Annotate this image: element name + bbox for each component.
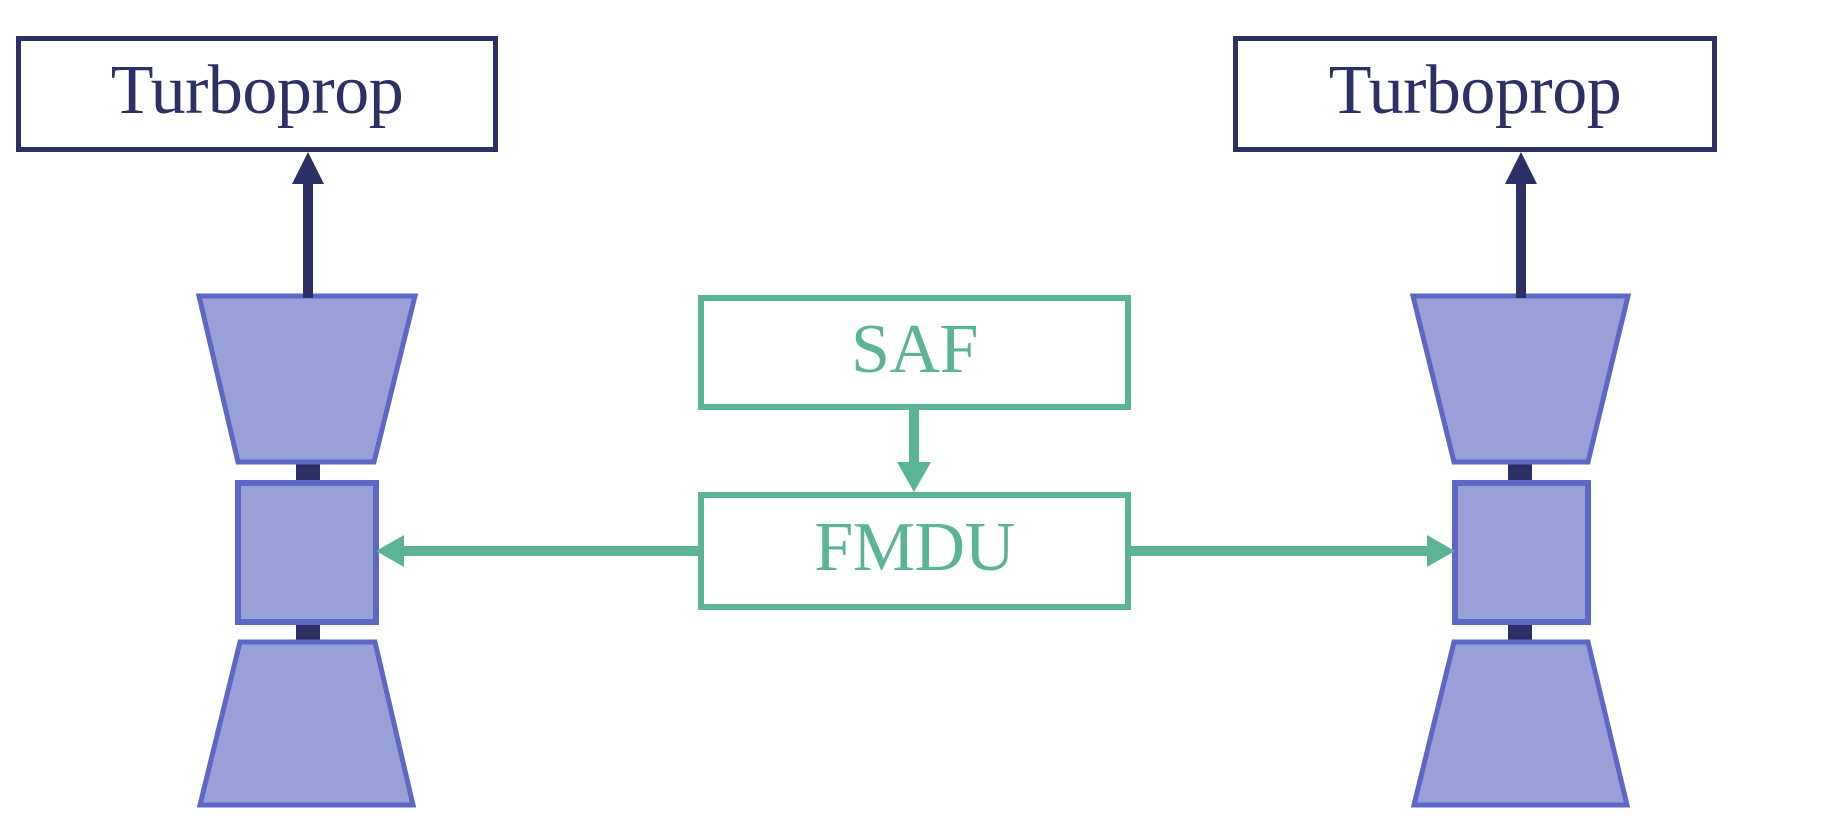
turboprop-left-box: Turboprop [16, 36, 498, 152]
saf-label: SAF [851, 310, 978, 388]
arrow-saf-to-fmdu [897, 408, 931, 492]
left-engine-turbine [196, 639, 417, 808]
arrow-left-engine-to-turboprop [292, 152, 324, 298]
left-engine-compressor [195, 293, 419, 465]
saf-box: SAF [698, 295, 1131, 410]
turboprop-right-box: Turboprop [1233, 36, 1717, 152]
turboprop-right-label: Turboprop [1328, 52, 1622, 129]
fmdu-label: FMDU [814, 509, 1015, 586]
arrow-fmdu-to-right-engine [1129, 535, 1455, 567]
fmdu-box: FMDU [698, 492, 1131, 610]
right-engine-combustor [1452, 480, 1591, 625]
arrow-right-engine-to-turboprop [1505, 152, 1537, 298]
left-engine [195, 293, 419, 808]
arrow-fmdu-to-left-engine [376, 535, 700, 567]
turboprop-left-label: Turboprop [110, 52, 404, 129]
right-engine [1409, 293, 1632, 808]
right-engine-compressor [1409, 293, 1632, 465]
left-engine-combustor [235, 480, 379, 625]
right-engine-turbine [1410, 639, 1631, 808]
